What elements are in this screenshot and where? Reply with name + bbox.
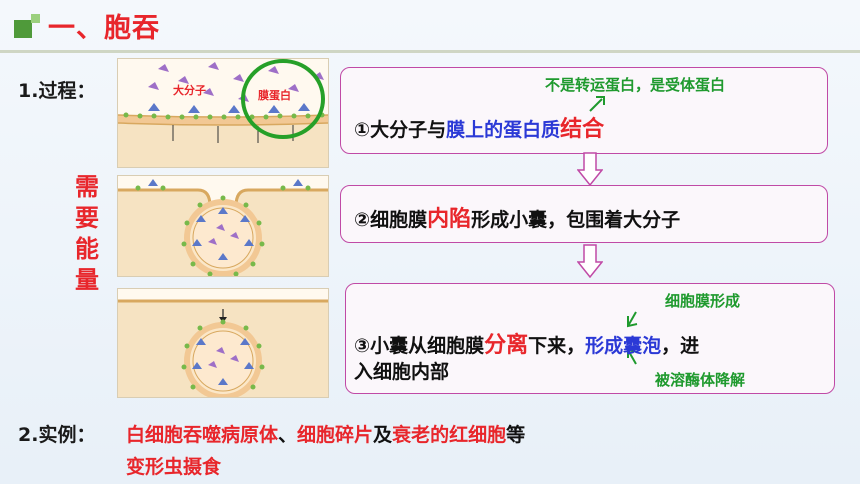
down-arrow-icon <box>577 152 603 186</box>
examples-label: 2.实例： <box>18 424 96 446</box>
note-pointer-arrow-icon <box>589 96 605 112</box>
two-way-arrow-icon <box>627 311 638 365</box>
diagram-label-big-molecule: 大分子 <box>173 83 206 97</box>
step1-text: ①大分子与膜上的蛋白质结合 <box>354 117 605 142</box>
step3-text-line2: 入细胞内部 <box>354 361 450 383</box>
diagram-panel-invagination <box>117 175 329 277</box>
diagram-label-membrane-protein: 膜蛋白 <box>258 88 291 102</box>
step3-text-line1: ③小囊从细胞膜分离下来，形成囊泡，进 <box>354 333 700 358</box>
step3-note-top: 细胞膜形成 <box>665 292 741 310</box>
diagram-panel-vesicle <box>117 288 329 398</box>
step3-box <box>345 283 835 394</box>
title-divider <box>0 50 860 53</box>
examples-line2: 变形虫摄食 <box>126 456 222 478</box>
step2-text: ②细胞膜内陷形成小囊，包围着大分子 <box>354 207 681 232</box>
title-bar: 一、胞吞 <box>0 0 860 53</box>
examples-line1: 白细胞吞噬病原体、细胞碎片及衰老的红细胞等 <box>126 424 526 446</box>
page-title: 一、胞吞 <box>48 13 160 44</box>
step2-box <box>340 185 828 243</box>
step1-note: 不是转运蛋白，是受体蛋白 <box>545 76 726 94</box>
highlight-circle <box>241 59 325 139</box>
step3-note-bottom: 被溶酶体降解 <box>655 371 746 389</box>
title-squares-icon <box>14 14 40 40</box>
energy-label: 需 要 能 量 <box>75 173 99 294</box>
diagram-panel-binding: 大分子 膜蛋白 <box>117 58 329 168</box>
process-label: 1.过程： <box>18 80 96 102</box>
down-arrow-icon <box>577 244 603 278</box>
